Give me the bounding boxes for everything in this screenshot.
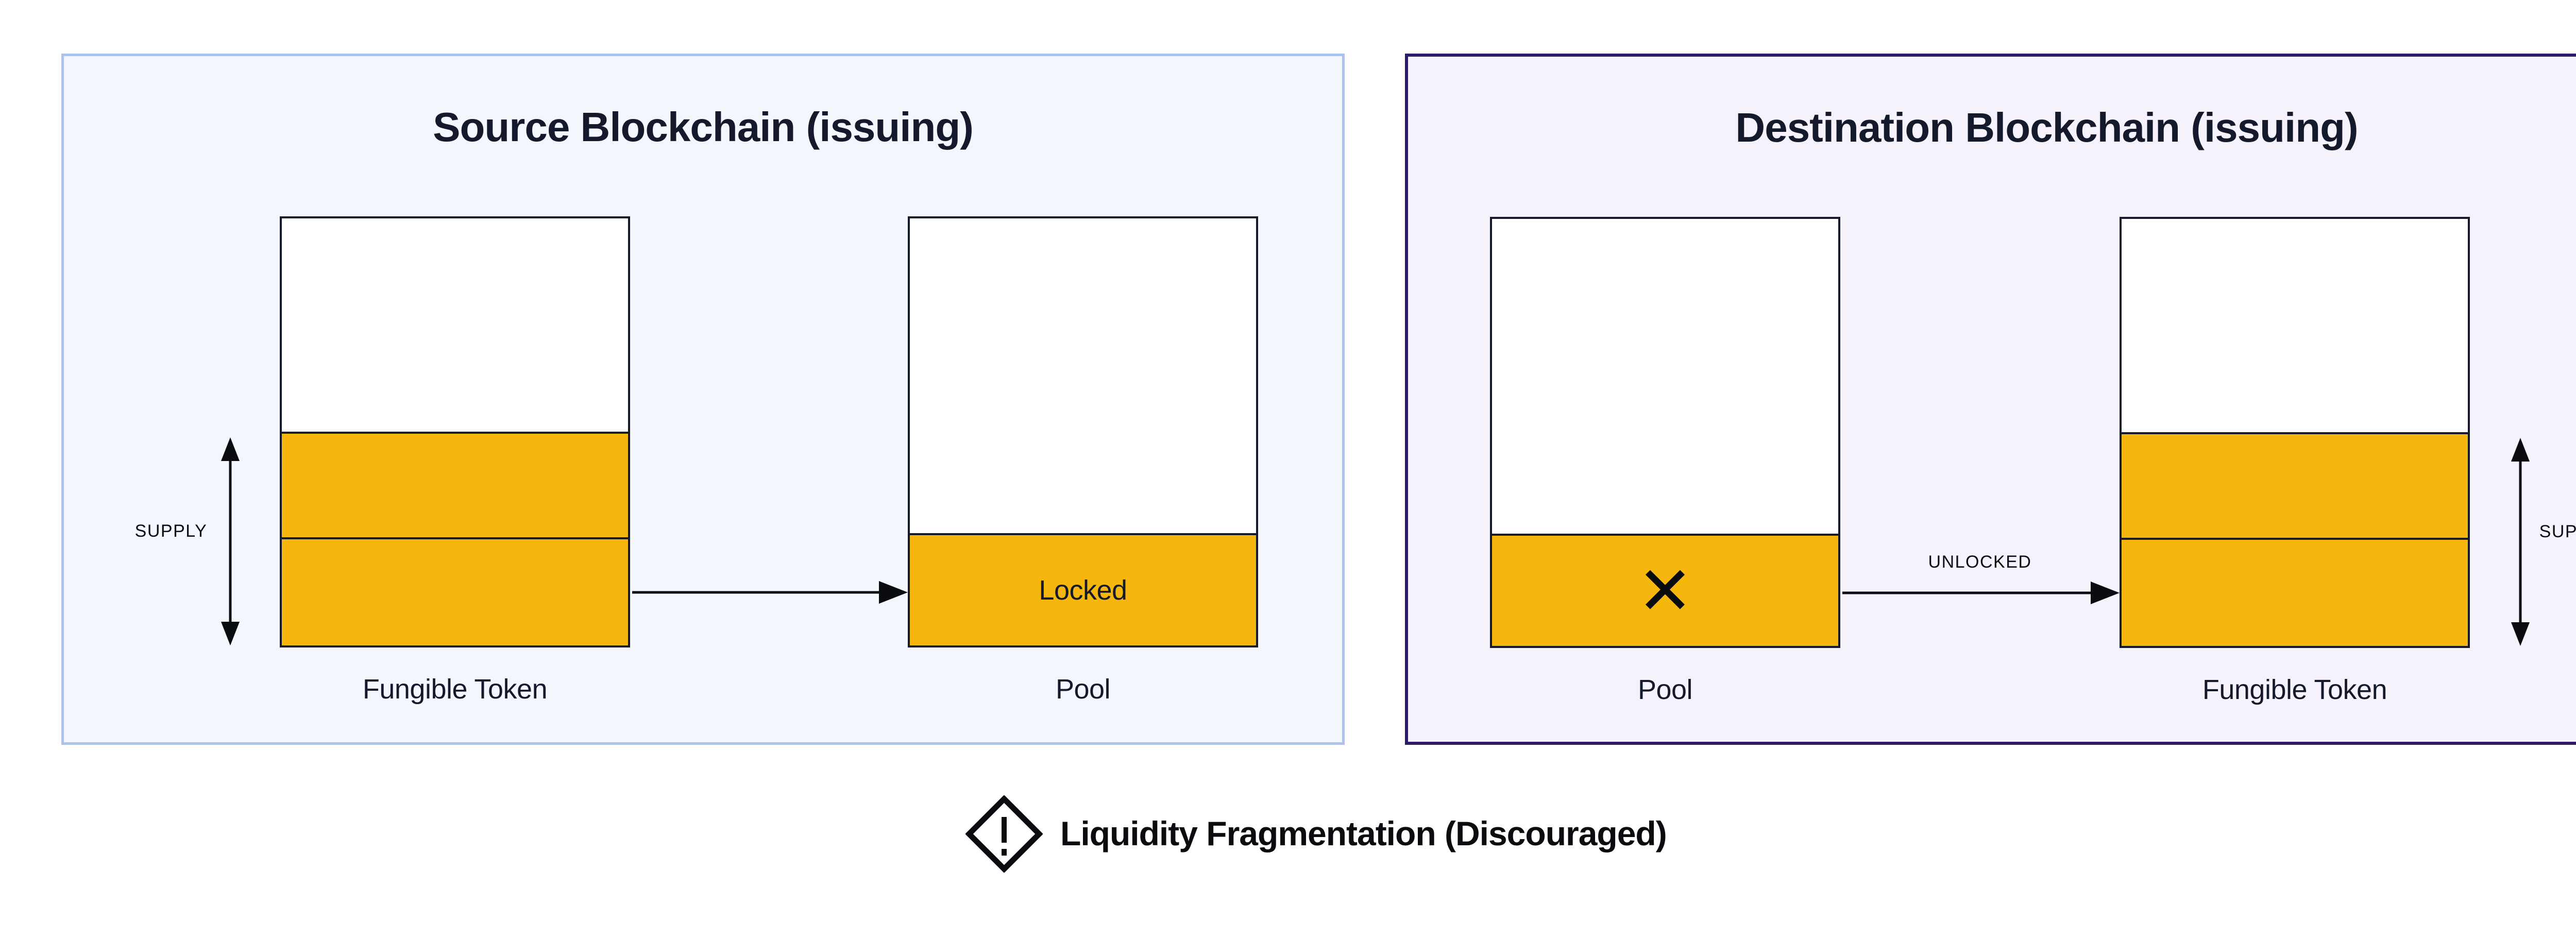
fungible-token-label: Fungible Token (362, 674, 548, 705)
destination-panel-title: Destination Blockchain (issuing) (1735, 105, 2358, 150)
pool-label: Pool (1637, 674, 1693, 705)
warning-exclamation-dot (1002, 849, 1007, 856)
pool-unlocked-section: ✕ (1492, 534, 1838, 646)
lock-arrowhead (879, 581, 908, 604)
token-supply-section-upper (282, 432, 628, 537)
supply-arrowhead-down (221, 622, 240, 645)
warning-diamond-outline (965, 795, 1043, 873)
supply-range-arrow-icon (2511, 438, 2530, 646)
destination-blockchain-panel: Destination Blockchain (issuing) ✕ UNLOC… (1405, 54, 2576, 745)
supply-label: SUPPLY (134, 521, 208, 541)
locked-label: Locked (1039, 575, 1127, 606)
source-blockchain-panel: Source Blockchain (issuing) SUPPLY Locke… (61, 54, 1345, 745)
supply-label: SUPPLY (2539, 522, 2576, 541)
pool-box: Locked (908, 216, 1258, 647)
token-supply-section-upper (2122, 432, 2468, 538)
unlocked-label: UNLOCKED (1928, 552, 2032, 572)
warning-exclamation-bar (1002, 817, 1007, 843)
pool-label: Pool (1055, 674, 1111, 705)
fungible-token-label: Fungible Token (2202, 674, 2387, 705)
warning-diamond-icon (965, 795, 1043, 873)
token-supply-section-lower (2122, 538, 2468, 646)
supply-arrowhead-up (221, 437, 240, 461)
pool-box: ✕ (1490, 217, 1840, 648)
source-panel-title: Source Blockchain (issuing) (433, 104, 974, 150)
unlock-flow-arrow-icon (1842, 582, 2120, 604)
caption-text: Liquidity Fragmentation (Discouraged) (1060, 814, 1667, 852)
x-mark-icon: ✕ (1637, 553, 1693, 628)
token-supply-section-lower (282, 537, 628, 645)
supply-range-arrow-icon (221, 437, 240, 645)
pool-locked-section: Locked (910, 533, 1256, 645)
unlock-arrowhead (2091, 582, 2120, 604)
supply-arrowhead-up (2511, 438, 2530, 462)
lock-flow-arrow-icon (632, 581, 908, 604)
fungible-token-box (280, 216, 630, 647)
supply-arrowhead-down (2511, 622, 2530, 646)
fungible-token-box (2120, 217, 2470, 648)
